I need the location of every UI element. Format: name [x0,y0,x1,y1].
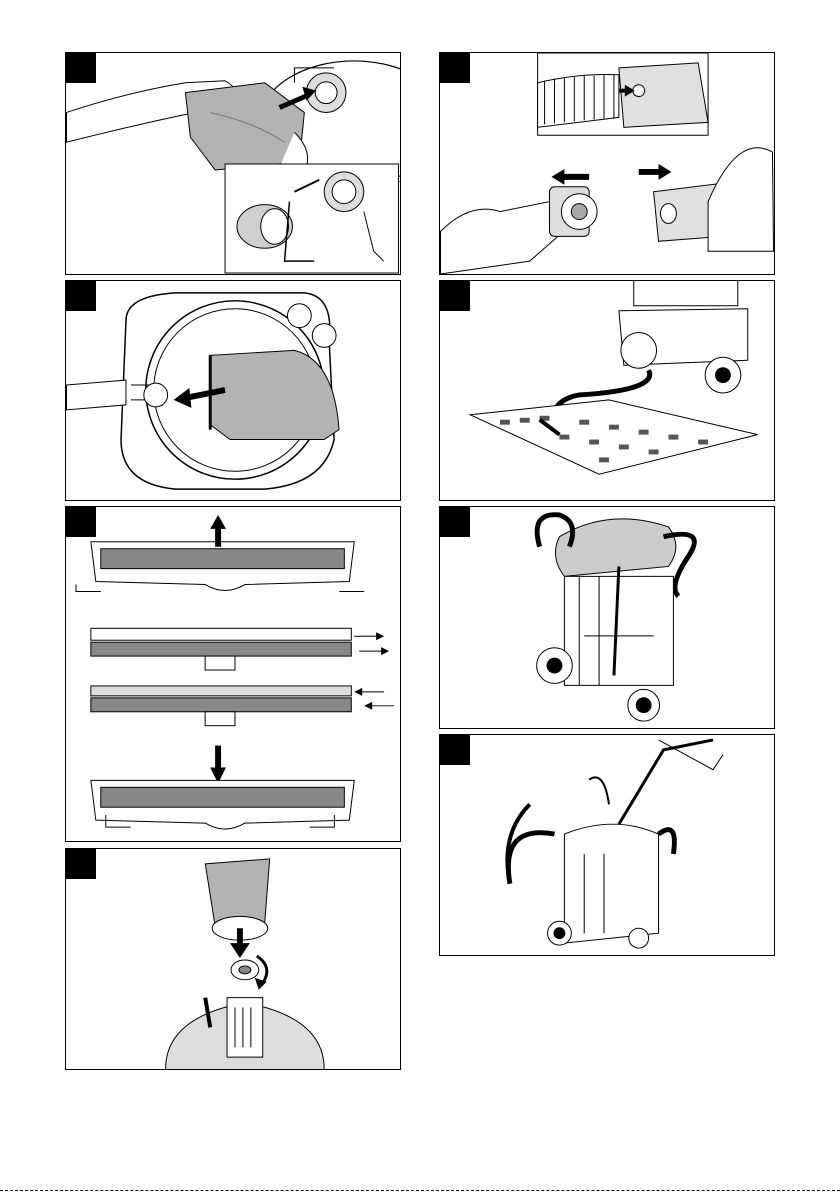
figure-replace-floor-nozzle-strips [65,506,401,842]
hose-adapter-icon [440,53,774,274]
floor-nozzle-icon [66,507,400,841]
figure-transport-vacuum [439,734,775,956]
transport-icon [440,735,774,955]
figure-pull-off-filter-bag [65,280,401,501]
figure-remove-paper-filter-bag [65,52,401,275]
page-bottom-rule [0,1190,840,1191]
cartridge-filter-icon [66,849,400,1069]
hand-bag-icon [66,53,400,274]
figure-cartridge-filter-mount [65,848,401,1070]
figure-detach-hose-adapter [439,52,775,275]
figure-wet-floor-tool [439,280,775,501]
hose-storage-icon [440,507,774,728]
filter-bag-icon [66,281,400,500]
figure-store-hose-on-vacuum [439,506,775,729]
carpet-cleaning-icon [440,281,774,500]
